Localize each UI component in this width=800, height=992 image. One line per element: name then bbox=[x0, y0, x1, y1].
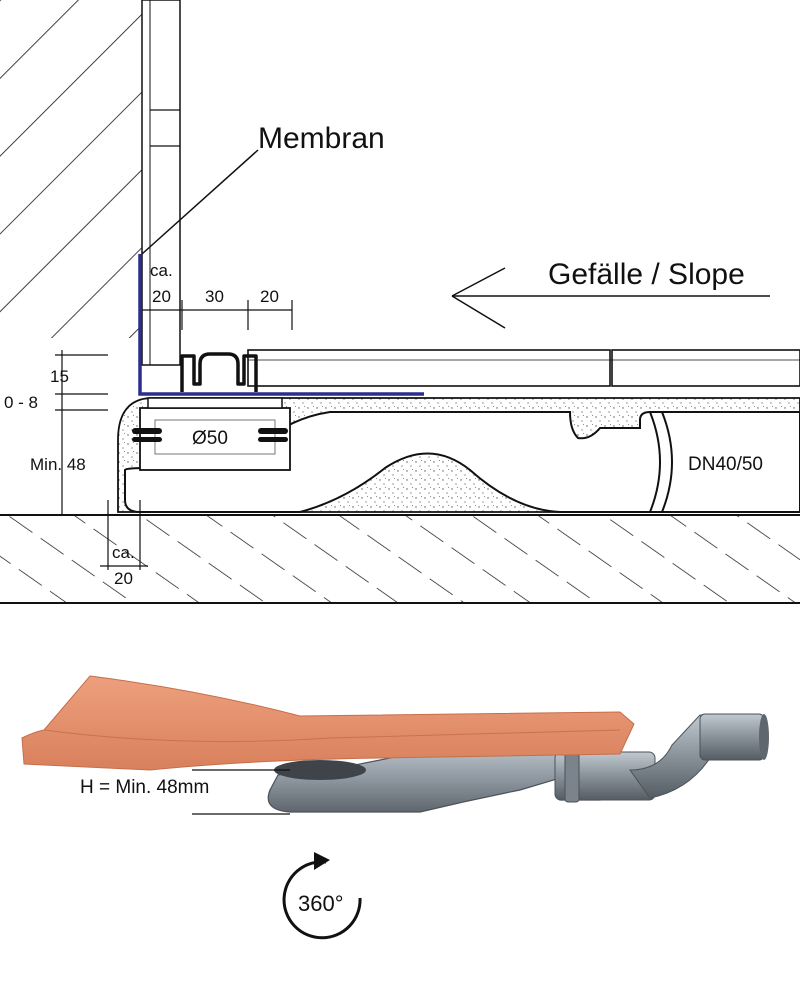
slope-arrow bbox=[451, 267, 770, 329]
channel-profile bbox=[180, 352, 258, 392]
dim-ca-bottom: ca. bbox=[112, 543, 135, 562]
dim-ca-bottom-value: 20 bbox=[114, 569, 133, 588]
membrane-line bbox=[138, 254, 424, 396]
dim-min-48: Min. 48 bbox=[30, 455, 86, 474]
dim-ca-top-value: 20 bbox=[152, 287, 171, 306]
wall-hatch bbox=[0, 0, 142, 338]
floor-tile-1 bbox=[247, 349, 611, 387]
height-label: H = Min. 48mm bbox=[80, 777, 209, 798]
dim-width-20: 20 bbox=[260, 287, 279, 306]
pipe-label: DN40/50 bbox=[688, 454, 763, 475]
top-dimensions bbox=[142, 300, 293, 330]
outlet-label: Ø50 bbox=[192, 428, 228, 449]
floor-hatch bbox=[0, 515, 800, 603]
dim-ca-top: ca. bbox=[150, 261, 173, 280]
pipe-end bbox=[649, 411, 661, 513]
rotation-360-icon: 360° bbox=[282, 852, 362, 940]
section-drawing: Membran Gefälle / Slope DN40/50 Ø50 ca. … bbox=[0, 0, 800, 604]
membrane-label: Membran bbox=[258, 122, 385, 155]
product-photo: H = Min. 48mm 360° bbox=[21, 675, 769, 940]
rotation-label: 360° bbox=[298, 891, 344, 916]
left-dimensions bbox=[55, 350, 148, 570]
floor-tile-2 bbox=[611, 349, 800, 387]
dim-width-30: 30 bbox=[205, 287, 224, 306]
dim-range-0-8: 0 - 8 bbox=[4, 393, 38, 412]
membrane-sheet bbox=[21, 675, 635, 771]
dim-height-15: 15 bbox=[50, 367, 69, 386]
wall-tile bbox=[141, 0, 181, 366]
slope-label: Gefälle / Slope bbox=[548, 258, 745, 291]
